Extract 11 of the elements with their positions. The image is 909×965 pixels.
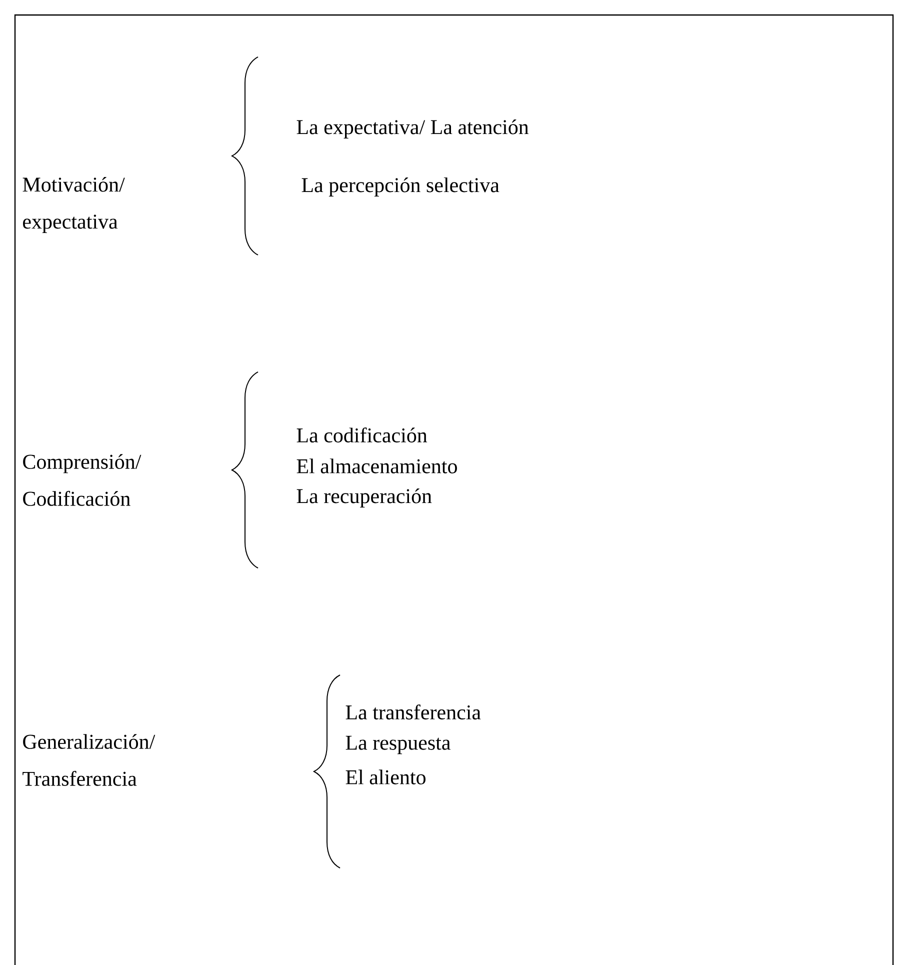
list-item: La percepción selectiva: [302, 177, 500, 197]
group-heading: Generalización/ Transferencia: [22, 734, 156, 786]
list-item: La transferencia: [346, 704, 481, 720]
list-item: La codificación: [296, 428, 428, 442]
list-item: La recuperación: [296, 488, 432, 508]
list-item: La expectativa/ La atención: [296, 119, 529, 139]
list-item: El aliento: [346, 770, 426, 784]
list-item: El almacenamiento: [296, 458, 457, 474]
group-heading: Motivación/ expectativa: [22, 176, 125, 234]
group-heading: Comprensión/ Codificación: [23, 454, 142, 506]
list-item: La respuesta: [346, 736, 450, 754]
